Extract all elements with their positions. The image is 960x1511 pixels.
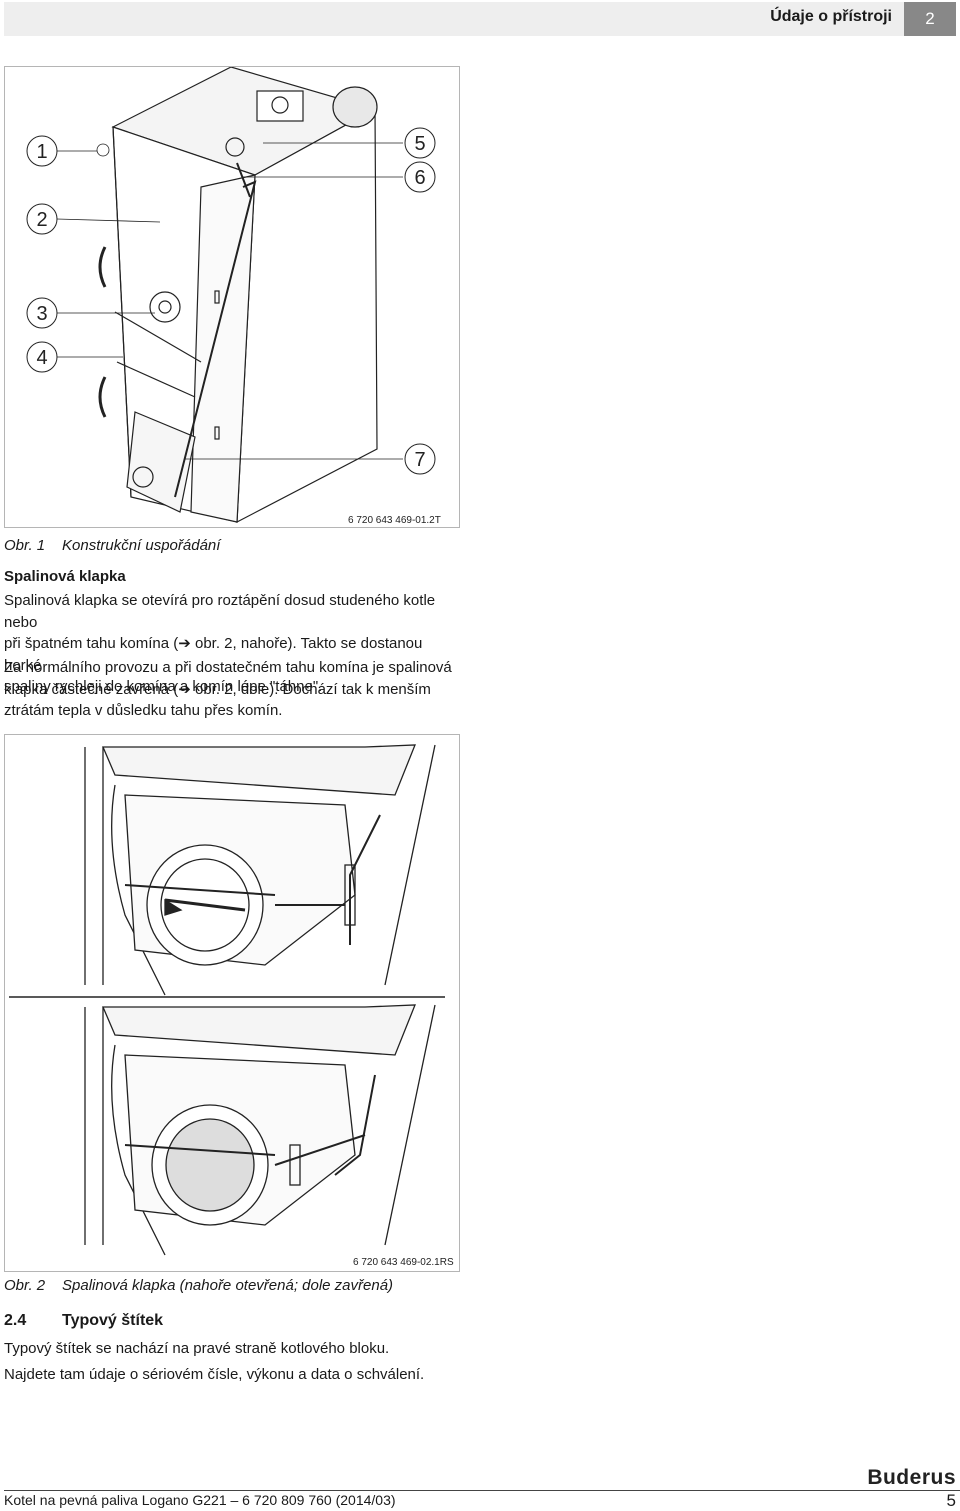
paragraph1-line: při špatném tahu komína (➔ obr. 2, nahoř… [4, 635, 423, 674]
figure2-caption-number: Obr. 2 [4, 1277, 46, 1294]
footer-text: Kotel na pevná paliva Logano G221 – 6 72… [4, 1492, 396, 1508]
figure2-code: 6 720 643 469-02.1RS [353, 1257, 454, 1268]
figure1-caption-text: Konstrukční uspořádání [62, 537, 221, 554]
paragraph2-line: ztrátám tepla v důsledku tahu přes komín… [4, 702, 283, 719]
flue-damper-illustration [9, 744, 445, 1256]
section-2-4-heading: 2.4 Typový štítek [4, 1312, 163, 1330]
rating-plate-line-1: Typový štítek se nachází na pravé straně… [4, 1340, 390, 1357]
buderus-logo: Buderus [867, 1466, 956, 1489]
flue-damper-paragraph-1: Spalinová klapka se otevírá pro roztápěn… [4, 590, 456, 698]
footer-divider [4, 1490, 960, 1491]
callout-4: 4 [36, 347, 47, 369]
header-title: Údaje o přístroji [770, 8, 892, 25]
page-header: Údaje o přístroji 2 [4, 2, 956, 36]
callout-7: 7 [414, 449, 425, 471]
rating-plate-line-2: Najdete tam údaje o sériovém čísle, výko… [4, 1366, 425, 1383]
figure1-caption: Obr. 1 Konstrukční uspořádání [4, 537, 220, 554]
callout-5: 5 [414, 133, 425, 155]
paragraph2-line: klapka částečně zavřená (➔ obr. 2, dole)… [4, 680, 431, 698]
paragraph1-line: spaliny rychleji do komína a komín lépe … [4, 678, 323, 695]
section-title: Typový štítek [62, 1312, 164, 1329]
figure1-code: 6 720 643 469-01.2T [348, 515, 441, 526]
figure-flue-damper: 6 720 643 469-02.1RS [4, 734, 460, 1272]
callout-2: 2 [36, 209, 47, 231]
paragraph1-line: Spalinová klapka se otevírá pro roztápěn… [4, 592, 436, 631]
callout-1: 1 [36, 141, 47, 163]
callout-3: 3 [36, 303, 47, 325]
callout-6: 6 [414, 167, 425, 189]
figure2-caption: Obr. 2 Spalinová klapka (nahoře otevřená;… [4, 1277, 393, 1294]
page-number: 5 [946, 1491, 956, 1510]
section-number: 2.4 [4, 1312, 27, 1329]
flue-damper-heading: Spalinová klapka [4, 568, 126, 585]
flue-damper-paragraph-2: Za normálního provozu a při dostatečném … [4, 657, 456, 722]
figure2-caption-text: Spalinová klapka (nahoře otevřená; dole … [62, 1277, 394, 1294]
chapter-number: 2 [904, 2, 956, 36]
figure-boiler-construction: 1 2 3 4 5 6 7 6 720 643 469-01.2T [4, 66, 460, 528]
paragraph2-line: Za normálního provozu a při dostatečném … [4, 659, 452, 676]
boiler-illustration: 1 2 3 4 5 6 7 [26, 67, 436, 524]
figure1-caption-number: Obr. 1 [4, 537, 46, 554]
